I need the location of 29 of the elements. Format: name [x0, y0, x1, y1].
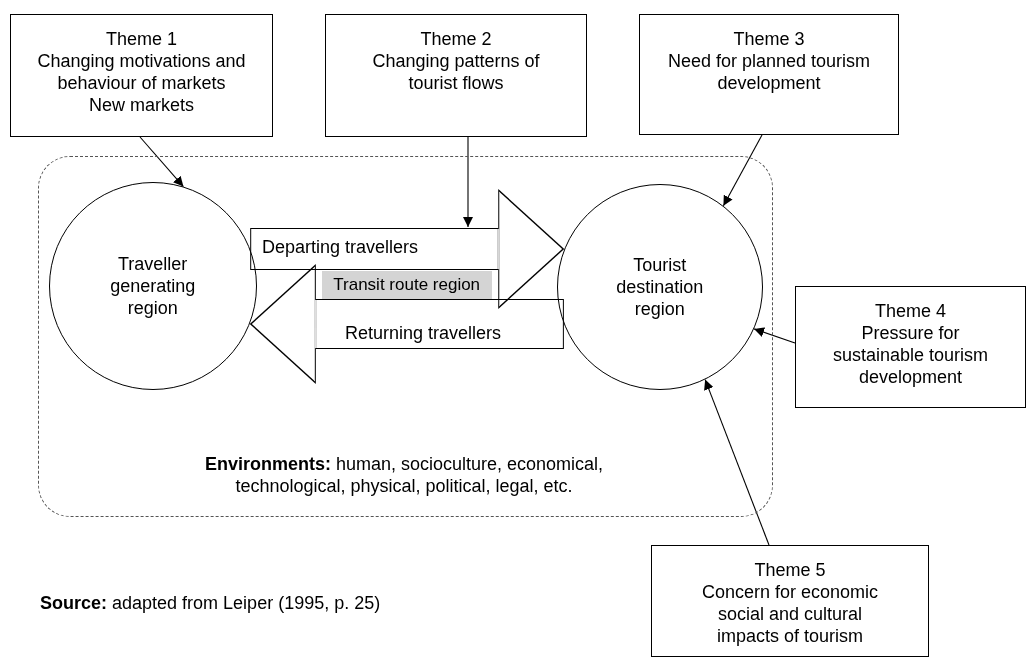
shaded-label-box: [321, 270, 492, 299]
environments-note: Environments: human, socioculture, economical, technological, physical, political, legal, etc.: [203, 453, 605, 497]
arrow: [704, 379, 770, 546]
theme-description: Pressure for sustainable tourism development: [831, 322, 990, 388]
edge-label: Departing travellers: [262, 236, 419, 258]
theme-description: Need for planned tourism development: [666, 50, 872, 94]
arrow: [722, 134, 763, 207]
theme-description: Changing motivations and behaviour of markets: [36, 50, 247, 94]
theme-box: [651, 545, 929, 657]
theme-box: [10, 14, 273, 137]
theme-title: Theme 1: [104, 28, 178, 50]
theme-box: [639, 14, 899, 135]
theme-title: Theme 2: [419, 28, 493, 50]
theme-description: New markets: [88, 94, 195, 116]
region-name: Tourist destination region: [615, 253, 705, 320]
theme-title: Theme 5: [753, 559, 827, 581]
theme-box: [795, 286, 1026, 408]
edge-label: Returning travellers: [345, 322, 502, 344]
region-name: Traveller generating region: [109, 252, 197, 319]
arrow: [139, 136, 184, 188]
theme-box: [325, 14, 587, 137]
region-name: Transit route region: [332, 273, 482, 296]
arrow: [753, 327, 796, 344]
theme-description: Changing patterns of tourist flows: [371, 50, 541, 94]
source-note: Source: adapted from Leiper (1995, p. 25): [40, 592, 381, 614]
theme-description: Concern for economic social and cultural impacts of tourism: [700, 581, 880, 647]
theme-title: Theme 4: [873, 300, 947, 322]
theme-title: Theme 3: [732, 28, 806, 50]
arrow: [463, 136, 473, 228]
